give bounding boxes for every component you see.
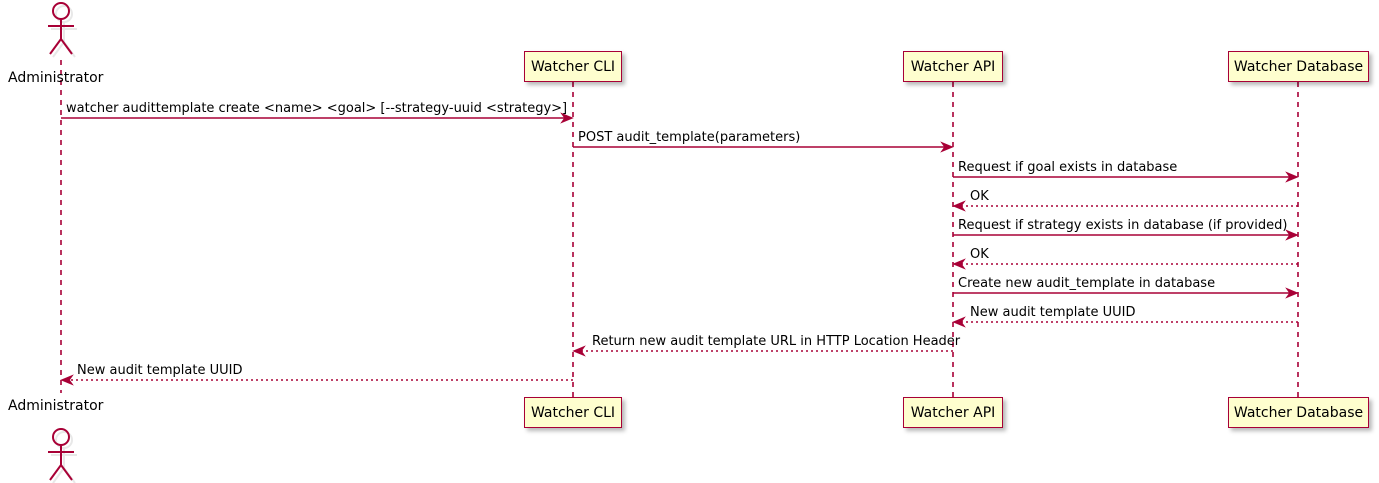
- arrowhead-7: [1285, 287, 1299, 299]
- message-label-9: Return new audit template URL in HTTP Lo…: [592, 334, 961, 349]
- arrowhead-3: [1285, 171, 1299, 183]
- participant-label-watcher-database: Watcher Database: [1233, 404, 1364, 421]
- actor-figure-administrator-bottom: [48, 428, 77, 483]
- participant-box-watcher-api-top[interactable]: Watcher API: [903, 51, 1003, 82]
- arrowhead-8: [952, 316, 966, 328]
- arrowhead-4: [952, 200, 966, 212]
- actor-label-administrator-bottom: Administrator: [8, 398, 104, 414]
- message-arrows-group: [60, 112, 1299, 386]
- arrowhead-9: [572, 345, 586, 357]
- message-label-7: Create new audit_template in database: [958, 276, 1216, 291]
- participant-box-watcher-cli-top[interactable]: Watcher CLI: [524, 51, 622, 82]
- participant-box-watcher-database-bottom[interactable]: Watcher Database: [1228, 397, 1369, 428]
- actor-figure-administrator-top: [48, 2, 77, 58]
- message-label-10: New audit template UUID: [77, 363, 243, 378]
- message-label-5: Request if strategy exists in database (…: [958, 218, 1288, 233]
- participant-label-watcher-database: Watcher Database: [1233, 58, 1364, 75]
- participant-label-watcher-api: Watcher API: [910, 58, 996, 75]
- actor-label-administrator-top: Administrator: [8, 70, 104, 86]
- arrowhead-2: [940, 141, 954, 153]
- participant-label-watcher-api: Watcher API: [910, 404, 996, 421]
- actor-figures-group: [48, 2, 77, 483]
- arrowhead-6: [952, 258, 966, 270]
- arrowhead-1: [560, 112, 574, 124]
- message-label-2: POST audit_template(parameters): [578, 130, 801, 145]
- message-label-6: OK: [970, 247, 989, 262]
- arrowhead-5: [1285, 229, 1299, 241]
- participant-box-watcher-cli-bottom[interactable]: Watcher CLI: [524, 397, 622, 428]
- arrowhead-10: [60, 374, 74, 386]
- message-label-4: OK: [970, 189, 989, 204]
- participant-label-watcher-cli: Watcher CLI: [530, 58, 616, 75]
- lifelines-group: [60, 60, 1299, 397]
- message-label-1: watcher audittemplate create <name> <goa…: [66, 101, 568, 116]
- participant-box-watcher-database-top[interactable]: Watcher Database: [1228, 51, 1369, 82]
- participant-label-watcher-cli: Watcher CLI: [530, 404, 616, 421]
- message-label-8: New audit template UUID: [970, 305, 1136, 320]
- message-label-3: Request if goal exists in database: [958, 160, 1178, 175]
- participant-box-watcher-api-bottom[interactable]: Watcher API: [903, 397, 1003, 428]
